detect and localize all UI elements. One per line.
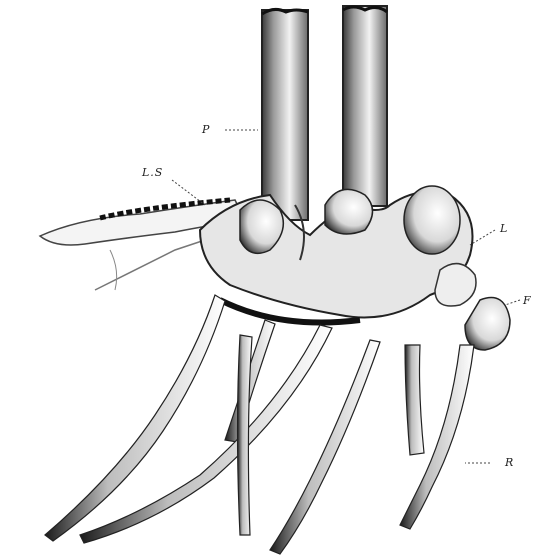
bud-center xyxy=(325,189,373,234)
label-l: L xyxy=(500,222,508,235)
bud-far-right xyxy=(435,264,510,350)
bud-right xyxy=(404,186,460,254)
label-r: R xyxy=(505,456,514,469)
label-ls: L.S xyxy=(142,166,163,179)
stem-right xyxy=(343,6,387,206)
label-f: F xyxy=(523,294,532,307)
label-p: P xyxy=(202,123,210,136)
roots xyxy=(45,295,474,554)
stem-left xyxy=(262,9,308,220)
